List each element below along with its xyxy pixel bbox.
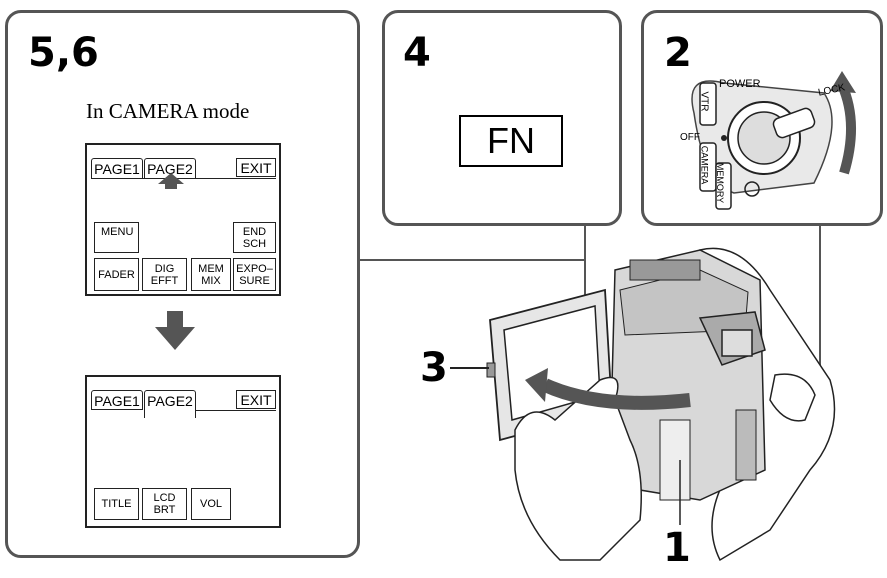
page2-pointer-stem	[165, 183, 177, 189]
lcd-screen-page2-preview: PAGE1 PAGE2 EXIT MENU END SCH FADER DIG …	[85, 143, 281, 296]
tab-page1[interactable]: PAGE1	[91, 158, 143, 178]
down-arrow-icon	[155, 311, 195, 350]
menu-button[interactable]: MENU	[94, 222, 139, 253]
title-button[interactable]: TITLE	[94, 488, 139, 520]
step-number-2: 2	[664, 30, 692, 76]
tab-page1[interactable]: PAGE1	[91, 390, 143, 410]
panel-steps-5-6: 5,6 In CAMERA mode PAGE1 PAGE2 EXIT MENU…	[5, 10, 360, 558]
fn-button[interactable]: FN	[459, 115, 563, 167]
fader-button[interactable]: FADER	[94, 258, 139, 291]
step-number-5-6: 5,6	[28, 30, 99, 76]
exposure-button[interactable]: EXPO– SURE	[233, 258, 276, 291]
power-switch-illustration	[691, 71, 856, 210]
exit-button[interactable]: EXIT	[236, 390, 276, 409]
step-number-4: 4	[403, 30, 431, 76]
lcd-screen-page2: PAGE1 PAGE2 EXIT TITLE LCD BRT VOL	[85, 375, 281, 528]
lcd-brightness-button[interactable]: LCD BRT	[142, 488, 187, 520]
exit-button[interactable]: EXIT	[236, 158, 276, 177]
memory-mix-button[interactable]: MEM MIX	[191, 258, 231, 291]
volume-button[interactable]: VOL	[191, 488, 231, 520]
end-search-button[interactable]: END SCH	[233, 222, 276, 253]
camera-mode-caption: In CAMERA mode	[86, 99, 250, 123]
digital-effect-button[interactable]: DIG EFFT	[142, 258, 187, 291]
power-label: POWER	[719, 78, 761, 90]
panel-step-4: 4 FN	[382, 10, 622, 226]
callout-step-3: 3	[420, 345, 448, 391]
panel-step-2: 2 POWER LOCK VTR OFF CAMERA MEMORY	[641, 10, 883, 226]
off-label: OFF	[680, 132, 700, 143]
page2-pointer-arrow	[158, 173, 184, 184]
tab-underline	[196, 410, 276, 411]
callout-step-1: 1	[663, 525, 691, 571]
tab-page2[interactable]: PAGE2	[144, 390, 196, 418]
